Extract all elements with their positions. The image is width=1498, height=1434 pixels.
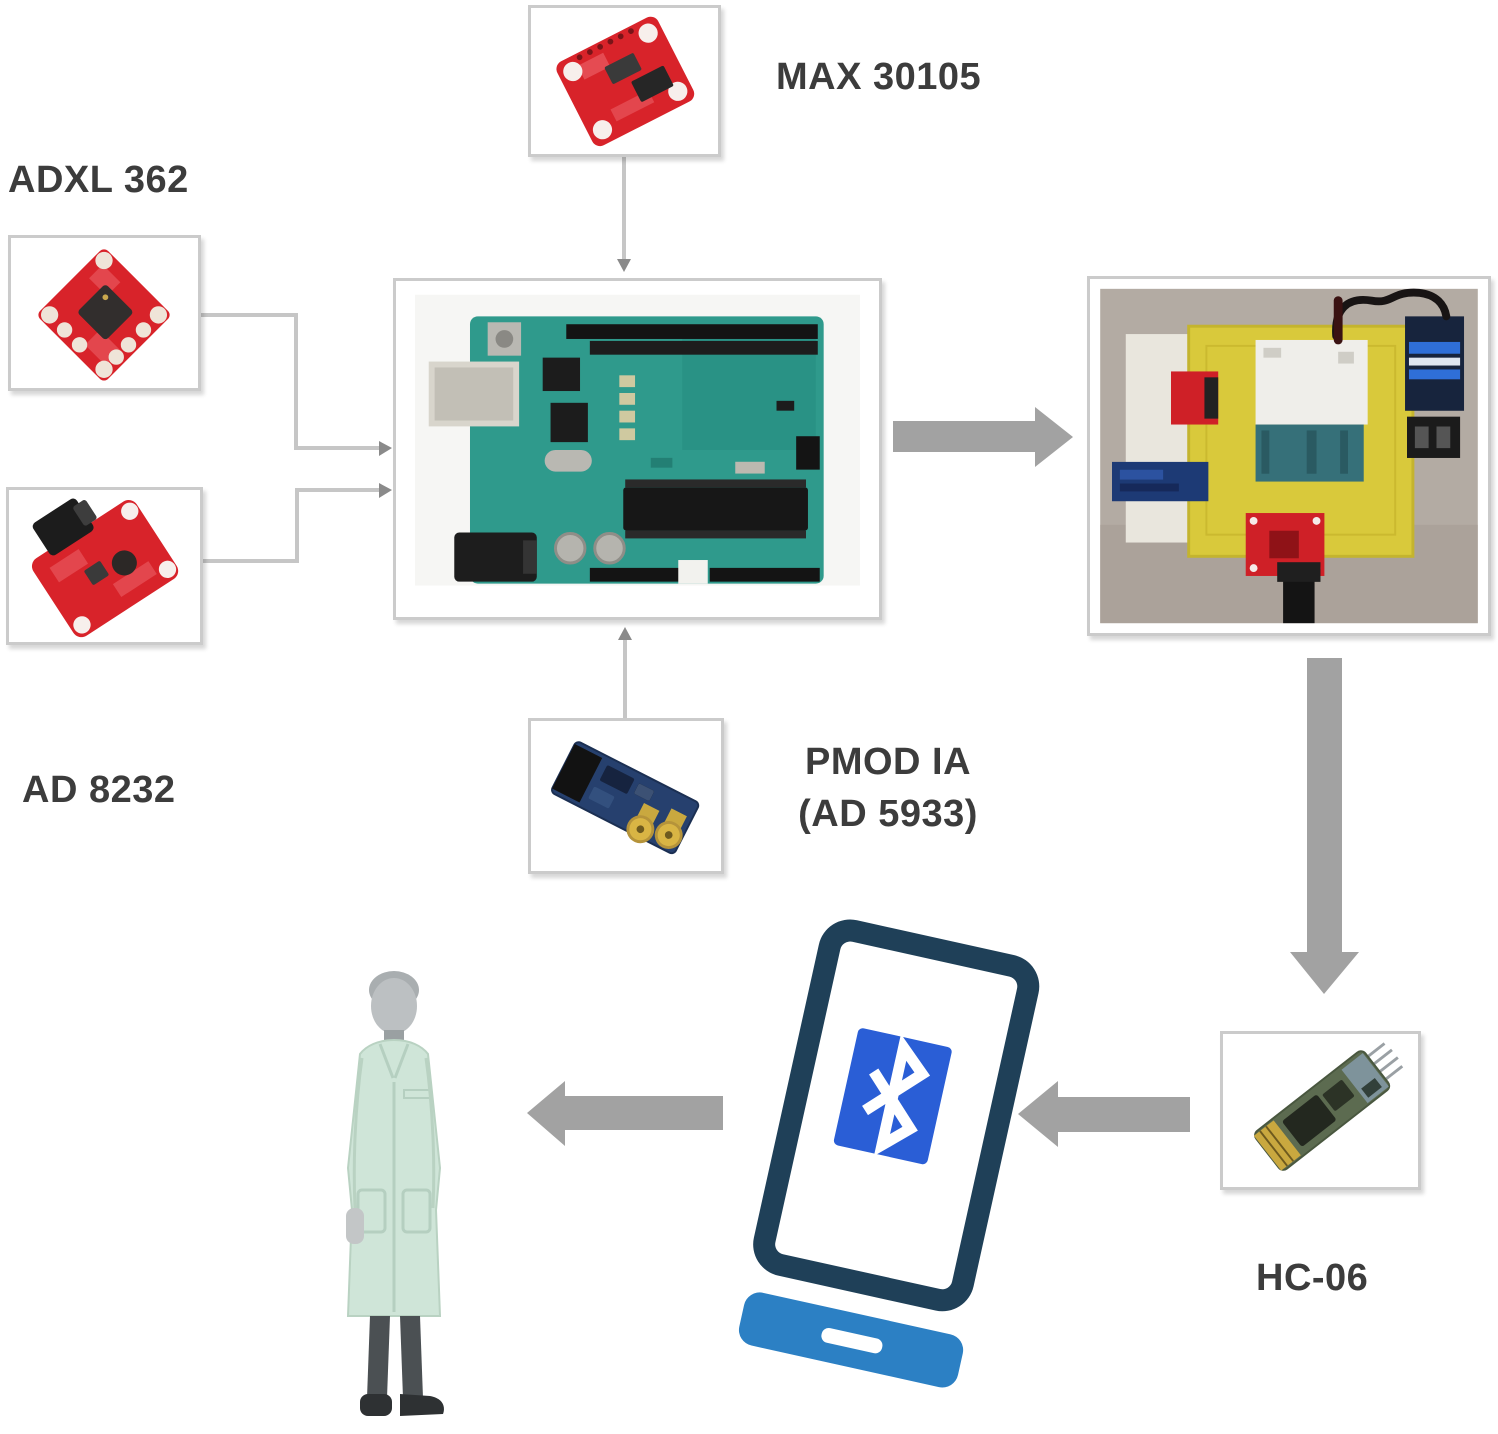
clinician-image [346,971,444,1416]
arrow-prototype-to-hc06-icon [1290,658,1359,994]
arduino-board-image [414,294,861,586]
max30105-box [528,5,721,157]
shoe-right [400,1394,444,1416]
label-pmod: PMOD IA (AD 5933) [768,736,1008,840]
label-ad8232: AD 8232 [22,769,176,811]
connector-ad8232-to-arduino [201,488,380,563]
connector-adxl-to-arduino [199,313,380,450]
pants-right [400,1316,423,1398]
label-max30105: MAX 30105 [776,56,982,98]
connector-max-arrowhead-icon [617,259,631,272]
prototype-photo-box [1087,276,1491,636]
max30105-board-image [556,16,695,147]
shoe-left [360,1394,392,1416]
arrow-arduino-to-prototype-icon [893,407,1073,467]
head [371,978,417,1034]
label-pmod-line1: PMOD IA [804,741,972,783]
ad8232-box [6,487,203,645]
arrow-hc06-to-phone-icon [1018,1081,1190,1147]
smartphone-image [738,919,1040,1388]
smartphone [694,898,1086,1412]
clinician-figure [318,958,468,1434]
pants-left [367,1316,390,1398]
adxl362-box [8,235,201,391]
prototype-photo-image [1100,288,1478,624]
hand [346,1208,364,1244]
phone-home-slot [821,1327,883,1354]
ad8232-board-image [31,498,179,638]
hc06-box [1220,1031,1421,1190]
arduino-box [393,278,882,620]
adxl362-board-image [38,249,170,381]
connector-ad8232-arrowhead-icon [379,483,392,498]
connector-adxl-arrowhead-icon [379,441,392,456]
label-adxl362: ADXL 362 [8,159,189,201]
label-hc06: HC-06 [1256,1257,1369,1299]
pmod-board-image [551,741,700,855]
connector-pmod-arrowhead-icon [618,627,632,640]
pmod-box [528,718,724,874]
bluetooth-icon [862,1033,931,1157]
arrow-phone-to-person-icon [527,1081,723,1146]
label-pmod-line2: (AD 5933) [798,793,978,835]
hc06-board-image [1253,1042,1404,1171]
